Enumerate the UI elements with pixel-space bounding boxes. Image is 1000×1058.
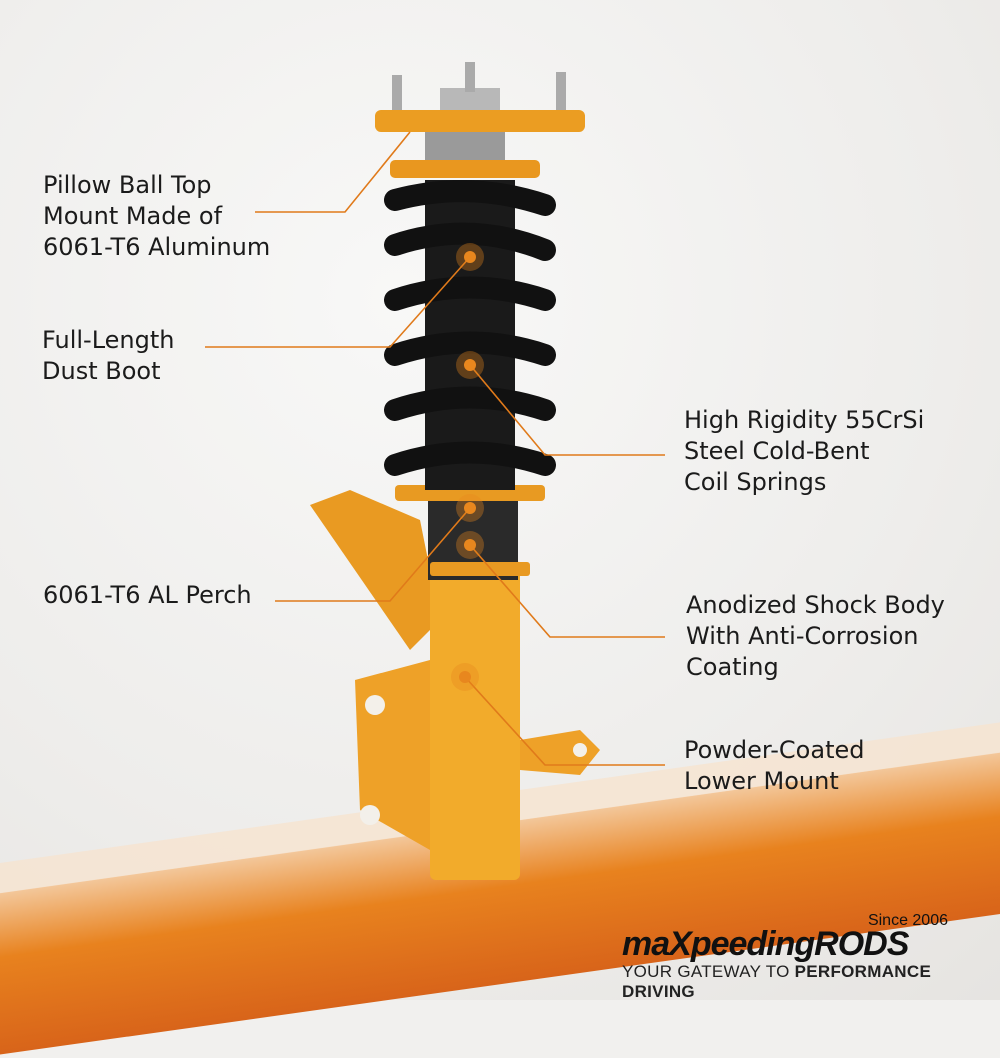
callout-lines — [205, 131, 665, 766]
callout-dust-boot: Full-Length Dust Boot — [42, 326, 175, 385]
coil-spring — [384, 180, 556, 490]
top-mount — [375, 62, 585, 178]
callout-shock-body: Anodized Shock Body With Anti-Corrosion … — [686, 591, 945, 681]
shock-body — [310, 490, 600, 880]
callout-al-perch: 6061-T6 AL Perch — [43, 581, 252, 609]
callout-dots — [451, 243, 484, 691]
brand-logo: maXpeedingRODS — [622, 925, 909, 963]
brand-tagline: YOUR GATEWAY TO PERFORMANCE DRIVING — [622, 962, 1000, 1002]
callout-lower-mount: Powder-Coated Lower Mount — [684, 736, 865, 795]
coilover-illustration — [205, 62, 665, 880]
tagline-light: YOUR GATEWAY TO — [622, 962, 795, 981]
callout-coil-springs: High Rigidity 55CrSi Steel Cold-Bent Coi… — [684, 406, 925, 496]
callout-pillow-ball-mount: Pillow Ball Top Mount Made of 6061-T6 Al… — [43, 171, 271, 261]
brand-since: Since 2006 — [867, 912, 948, 929]
tagline-bold: PERFORMANCE DRIVING — [622, 962, 932, 1001]
